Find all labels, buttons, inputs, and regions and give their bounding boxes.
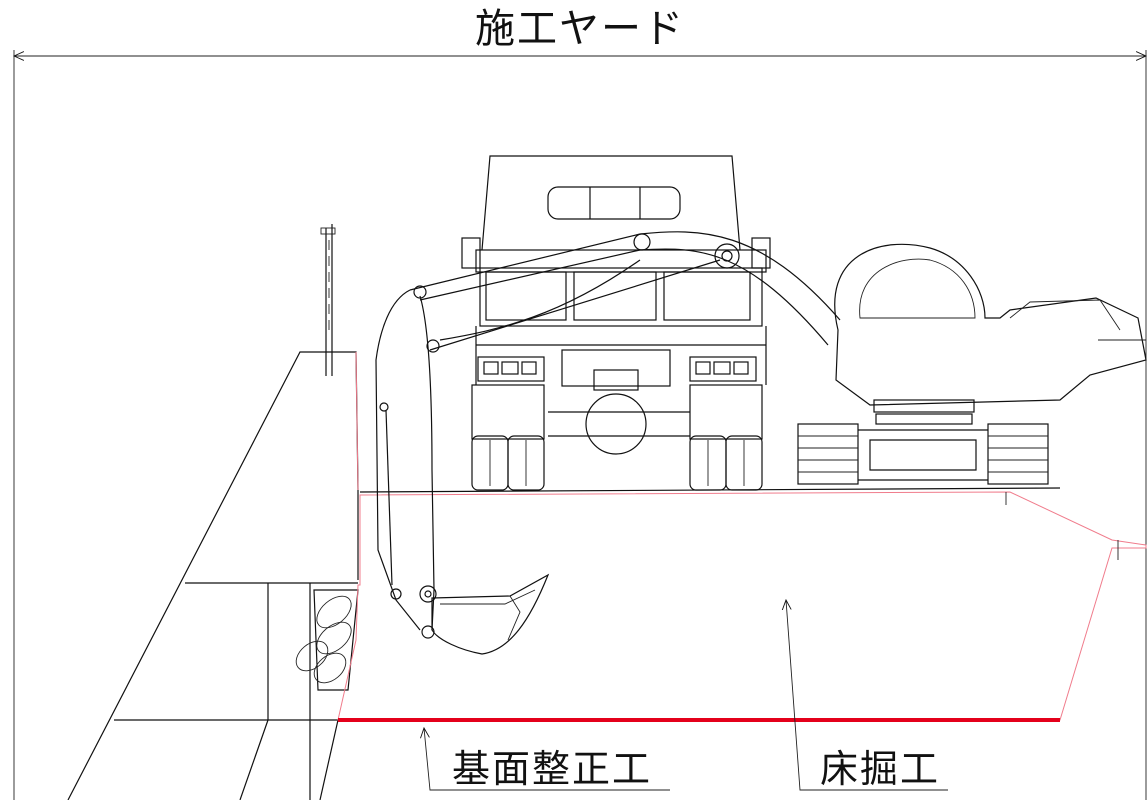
- leader-bed-excavation: [786, 600, 948, 791]
- base-grading-label: 基面整正工: [452, 747, 652, 791]
- excavator: [375, 231, 1147, 655]
- drain-pipes: [295, 589, 359, 691]
- bed-excavation-label: 床掘工: [820, 747, 940, 791]
- title-label: 施工ヤード: [475, 6, 685, 52]
- leaders: [424, 600, 948, 791]
- excavation-hatch: [337, 491, 1147, 721]
- leader-base-grading: [424, 728, 670, 791]
- embankment: [67, 351, 359, 800]
- yard-dimension: [14, 50, 1146, 800]
- dump-truck: [461, 155, 771, 491]
- fence-post: [320, 224, 336, 376]
